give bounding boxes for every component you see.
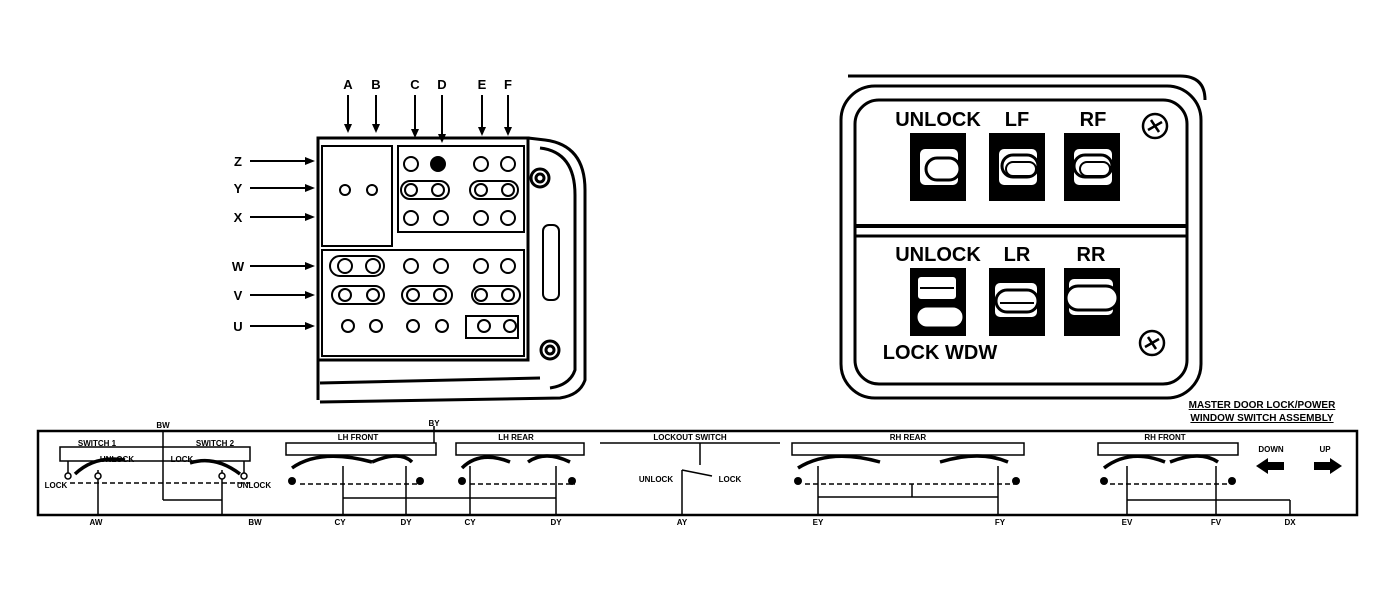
lockout-unlock-label: UNLOCK bbox=[639, 475, 673, 484]
down-label: DOWN bbox=[1258, 445, 1284, 454]
column-label-f: F bbox=[504, 77, 512, 92]
panel-outer-bezel bbox=[839, 84, 1203, 400]
row-label-x: X bbox=[234, 210, 243, 225]
screw-icon bbox=[1141, 112, 1169, 140]
section-label-switch1: SWITCH 1 bbox=[78, 439, 117, 448]
column-label-d: D bbox=[437, 77, 446, 92]
row-label-v: V bbox=[234, 288, 243, 303]
bottom-terminal-aw: AW bbox=[90, 518, 103, 527]
label-unlock-bottom: UNLOCK bbox=[895, 244, 981, 266]
label-lr: LR bbox=[1004, 244, 1031, 266]
bottom-terminal-dy-1: DY bbox=[400, 518, 412, 527]
switch-panel: UNLOCK LF RF UNLOCK LR RR LOCK WDW bbox=[839, 74, 1207, 400]
label-lock-wdw: LOCK WDW bbox=[883, 342, 998, 364]
lockout-lock-label: LOCK bbox=[719, 475, 742, 484]
section-label-rh-front: RH FRONT bbox=[1144, 433, 1185, 442]
section-label-lockout-switch: LOCKOUT SWITCH bbox=[653, 433, 727, 442]
arrow-left-icon bbox=[1256, 458, 1284, 474]
top-terminal-bw: BW bbox=[156, 421, 170, 430]
column-arrows bbox=[347, 95, 509, 140]
bottom-terminal-fv: FV bbox=[1211, 518, 1222, 527]
rr-window-switch[interactable] bbox=[1064, 268, 1120, 336]
connector-terminals bbox=[329, 156, 521, 339]
column-label-a: A bbox=[343, 77, 353, 92]
section-label-rh-rear: RH REAR bbox=[890, 433, 927, 442]
section-label-lh-rear: LH REAR bbox=[498, 433, 534, 442]
switch-1-2-wiring bbox=[59, 431, 251, 515]
column-label-e: E bbox=[478, 77, 487, 92]
bottom-terminal-ev: EV bbox=[1122, 518, 1133, 527]
panel-inner-bezel bbox=[853, 98, 1189, 386]
section-label-switch2: SWITCH 2 bbox=[196, 439, 235, 448]
column-label-c: C bbox=[410, 77, 420, 92]
schematic: MASTER DOOR LOCK/POWER WINDOW SWITCH ASS… bbox=[36, 400, 1359, 527]
connector-housing bbox=[316, 136, 587, 404]
unlock-front-switch[interactable] bbox=[910, 133, 966, 201]
row-label-z: Z bbox=[234, 154, 242, 169]
arrow-right-icon bbox=[1314, 458, 1342, 474]
lr-window-switch[interactable] bbox=[989, 268, 1045, 336]
row-label-w: W bbox=[232, 259, 245, 274]
schematic-caption-line2: WINDOW SWITCH ASSEMBLY bbox=[1190, 413, 1333, 424]
bottom-terminal-fy: FY bbox=[995, 518, 1006, 527]
row-label-y: Y bbox=[234, 181, 243, 196]
schematic-frame bbox=[36, 429, 1359, 517]
right-unlock-label: UNLOCK bbox=[237, 481, 271, 490]
schematic-caption-line1: MASTER DOOR LOCK/POWER bbox=[1189, 400, 1336, 411]
connector-view: A B C D E F Z Y X W V U bbox=[232, 77, 587, 404]
bottom-terminal-dy-2: DY bbox=[550, 518, 562, 527]
column-label-b: B bbox=[371, 77, 380, 92]
screw-icon bbox=[1138, 329, 1166, 357]
row-label-u: U bbox=[233, 319, 242, 334]
bottom-terminal-dx: DX bbox=[1284, 518, 1296, 527]
switch2-lock-label: LOCK bbox=[171, 455, 194, 464]
lf-window-switch[interactable] bbox=[989, 133, 1045, 201]
unlock-rear-switch[interactable] bbox=[910, 268, 966, 336]
label-rr: RR bbox=[1077, 244, 1106, 266]
section-label-lh-front: LH FRONT bbox=[338, 433, 379, 442]
top-terminal-by: BY bbox=[428, 419, 440, 428]
bottom-terminal-cy-1: CY bbox=[334, 518, 346, 527]
window-switch-wiring bbox=[285, 426, 1291, 515]
up-label: UP bbox=[1319, 445, 1331, 454]
label-rf: RF bbox=[1080, 109, 1107, 131]
rf-window-switch[interactable] bbox=[1064, 133, 1120, 201]
bottom-terminal-ey: EY bbox=[813, 518, 824, 527]
bottom-terminal-cy-2: CY bbox=[464, 518, 476, 527]
left-lock-label: LOCK bbox=[45, 481, 68, 490]
row-arrows bbox=[250, 160, 310, 327]
label-unlock-top: UNLOCK bbox=[895, 109, 981, 131]
label-lf: LF bbox=[1005, 109, 1029, 131]
bottom-terminal-ay: AY bbox=[677, 518, 688, 527]
bottom-terminal-bw: BW bbox=[248, 518, 262, 527]
